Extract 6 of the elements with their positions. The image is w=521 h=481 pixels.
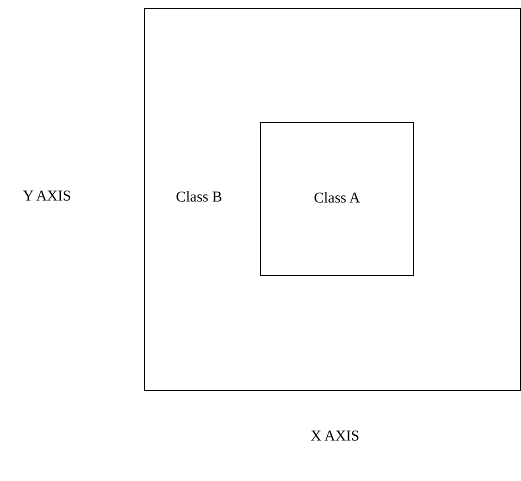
region-label: Class B [176, 190, 222, 206]
axis-label: X AXIS [310, 428, 360, 446]
region-box [260, 122, 414, 276]
region-label: Class A [314, 190, 360, 208]
region-box [144, 8, 521, 391]
axis-label: Y AXIS [22, 188, 72, 206]
